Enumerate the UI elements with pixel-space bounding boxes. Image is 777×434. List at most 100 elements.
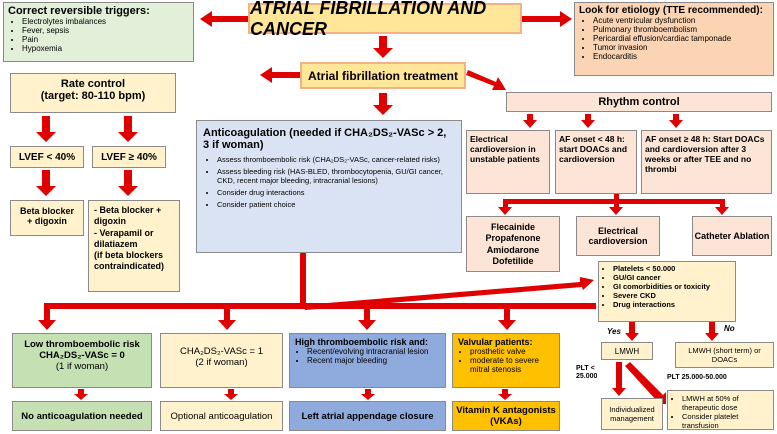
- list-item: Consider drug interactions: [217, 188, 455, 197]
- list-item: Severe CKD: [613, 291, 731, 300]
- arrow-to-elec-unstable: [523, 114, 537, 128]
- list-item: Tumor invasion: [593, 43, 769, 52]
- beta-options-line3: - Verapamil or: [94, 227, 154, 238]
- lvef-low-box: LVEF < 40%: [10, 146, 84, 168]
- lmwh-50-box: LMWH at 50% of therapeutic dose Consider…: [667, 390, 774, 430]
- electrical-cardioversion-box: Electrical cardioversion: [576, 216, 660, 256]
- low-risk-line1: Low thromboembolic risk: [24, 339, 140, 350]
- individualized-box: Individualized management: [601, 398, 663, 430]
- beta-options-line2: digoxin: [94, 216, 126, 227]
- arrow-to-lvef-low: [36, 116, 56, 142]
- list-item: moderate to severe mitral stenosis: [470, 356, 554, 374]
- etiology-box: Look for etiology (TTE recommended): Acu…: [574, 2, 774, 76]
- lmwh-short-box: LMWH (short term) or DOACs: [675, 342, 774, 368]
- onset-lt48-box: AF onset < 48 h: start DOACs and cardiov…: [555, 130, 637, 194]
- list-item: prosthetic valve: [470, 347, 554, 356]
- list-item: Endocarditis: [593, 52, 769, 61]
- no-anticoag-box: No anticoagulation needed: [12, 401, 152, 431]
- beta-options-box: - Beta blocker + digoxin - Verapamil or …: [88, 200, 180, 292]
- list-item: Hypoxemia: [22, 44, 189, 53]
- list-item: GI comorbidities or toxicity: [613, 282, 731, 291]
- arrow-to-onset-ge48: [669, 114, 683, 128]
- page-title: ATRIAL FIBRILLATION AND CANCER: [248, 0, 522, 39]
- low-risk-line3: (1 if woman): [55, 361, 109, 372]
- drugs-box: Flecainide Propafenone Amiodarone Dofeti…: [466, 216, 560, 272]
- beta-options-line5: (if beta blockers: [94, 250, 164, 260]
- valvular-list: prosthetic valve moderate to severe mitr…: [458, 347, 554, 374]
- beta-blocker-line2: + digoxin: [27, 216, 67, 226]
- list-item: Assess bleeding risk (HAS-BLED, thromboc…: [217, 167, 455, 185]
- arrow-to-etiology: [522, 11, 572, 27]
- rate-control-title: Rate control: [60, 78, 126, 90]
- laa-closure-box: Left atrial appendage closure: [289, 401, 446, 431]
- rate-control-box: Rate control (target: 80-110 bpm): [10, 73, 176, 113]
- list-item: LMWH at 50% of therapeutic dose: [682, 394, 769, 412]
- rhythm-control-box: Rhythm control: [506, 92, 772, 112]
- plt-range-label: PLT 25.000-50.000: [667, 374, 727, 381]
- drug-item: Amiodarone: [486, 244, 540, 255]
- arrow-to-beta-options: [118, 170, 138, 196]
- bleeding-factors-box: Platelets < 50.000 GU/GI cancer GI comor…: [598, 261, 736, 322]
- arrow-to-rhythm: [466, 70, 506, 90]
- low-risk-box: Low thromboembolic risk CHA₂DS₂-VASc = 0…: [12, 333, 152, 388]
- vka-box: Vitamin K antagonists (VKAs): [452, 401, 560, 431]
- beta-options-line1: - Beta blocker +: [94, 205, 162, 215]
- list-item: Consider patient choice: [217, 200, 455, 209]
- beta-options-line6: contraindicated): [94, 261, 165, 272]
- list-item: GU/GI cancer: [613, 273, 731, 282]
- triggers-heading: Correct reversible triggers:: [8, 5, 150, 17]
- arrow-to-lvef-high: [118, 116, 138, 142]
- list-item: Fever, sepsis: [22, 26, 189, 35]
- triggers-list: Electrolytes imbalances Fever, sepsis Pa…: [8, 17, 189, 53]
- list-item: Pain: [22, 35, 189, 44]
- lmwh-box: LMWH: [601, 342, 653, 360]
- mid-risk-box: CHA₂DS₂-VASc = 1 (2 if woman): [160, 333, 283, 388]
- etiology-heading: Look for etiology (TTE recommended):: [579, 5, 763, 16]
- arrow-to-treatment: [373, 36, 393, 58]
- list-item: Pulmonary thromboembolism: [593, 25, 769, 34]
- anticoag-box: Anticoagulation (needed if CHA₂DS₂-VASc …: [196, 120, 462, 253]
- drug-item: Propafenone: [485, 233, 541, 244]
- anticoag-list: Assess thromboembolic risk (CHA₂DS₂-VASc…: [203, 155, 455, 209]
- arrow-to-triggers: [200, 11, 248, 27]
- drug-item: Flecainide: [490, 222, 535, 232]
- bleeding-factors-list: Platelets < 50.000 GU/GI cancer GI comor…: [603, 264, 731, 309]
- treatment-box: Atrial fibrillation treatment: [300, 62, 466, 89]
- beta-blocker-box: Beta blocker + digoxin: [10, 200, 84, 236]
- high-risk-heading: High thromboembolic risk and:: [295, 337, 429, 347]
- elec-unstable-box: Electrical cardioversion in unstable pat…: [466, 130, 550, 194]
- arrow-to-rate-control: [260, 67, 300, 83]
- valvular-box: Valvular patients: prosthetic valve mode…: [452, 333, 560, 388]
- optional-anticoag-box: Optional anticoagulation: [160, 401, 283, 431]
- beta-options-line4: dilatiazem: [94, 238, 138, 249]
- plt-lt-label: PLT < 25.000: [576, 365, 598, 381]
- list-item: Recent major bleeding: [307, 356, 440, 365]
- list-item: Platelets < 50.000: [613, 264, 731, 273]
- arrow-to-anticoag: [373, 93, 393, 115]
- lmwh-50-list: LMWH at 50% of therapeutic dose Consider…: [672, 394, 769, 430]
- low-risk-line2: CHA₂DS₂-VASc = 0: [39, 350, 125, 361]
- catheter-ablation-box: Catheter Ablation: [692, 216, 772, 256]
- beta-blocker-line1: Beta blocker: [19, 206, 75, 216]
- high-risk-list: Recent/evolving intracranial lesion Rece…: [295, 347, 440, 365]
- arrow-to-onset-lt48: [581, 114, 595, 128]
- no-label: No: [724, 324, 735, 333]
- rate-control-target: (target: 80-110 bpm): [40, 90, 146, 102]
- valvular-heading: Valvular patients:: [458, 337, 533, 347]
- yes-label: Yes: [607, 327, 621, 336]
- triggers-box: Correct reversible triggers: Electrolyte…: [3, 2, 194, 62]
- mid-risk-line2: (2 if woman): [195, 357, 248, 368]
- list-item: Drug interactions: [613, 300, 731, 309]
- list-item: Electrolytes imbalances: [22, 17, 189, 26]
- anticoag-heading: Anticoagulation (needed if CHA₂DS₂-VASc …: [203, 127, 447, 151]
- list-item: Acute ventricular dysfunction: [593, 16, 769, 25]
- arrow-to-beta-blocker: [36, 170, 56, 196]
- onset-ge48-box: AF onset ≥ 48 h: Start DOACs and cardiov…: [641, 130, 772, 194]
- list-item: Assess thromboembolic risk (CHA₂DS₂-VASc…: [217, 155, 455, 164]
- list-item: Pericardial effusion/cardiac tamponade: [593, 34, 769, 43]
- etiology-list: Acute ventricular dysfunction Pulmonary …: [579, 16, 769, 61]
- lvef-high-box: LVEF ≥ 40%: [92, 146, 166, 168]
- mid-risk-line1: CHA₂DS₂-VASc = 1: [180, 346, 263, 357]
- list-item: Recent/evolving intracranial lesion: [307, 347, 440, 356]
- list-item: Consider platelet transfusion: [682, 412, 769, 430]
